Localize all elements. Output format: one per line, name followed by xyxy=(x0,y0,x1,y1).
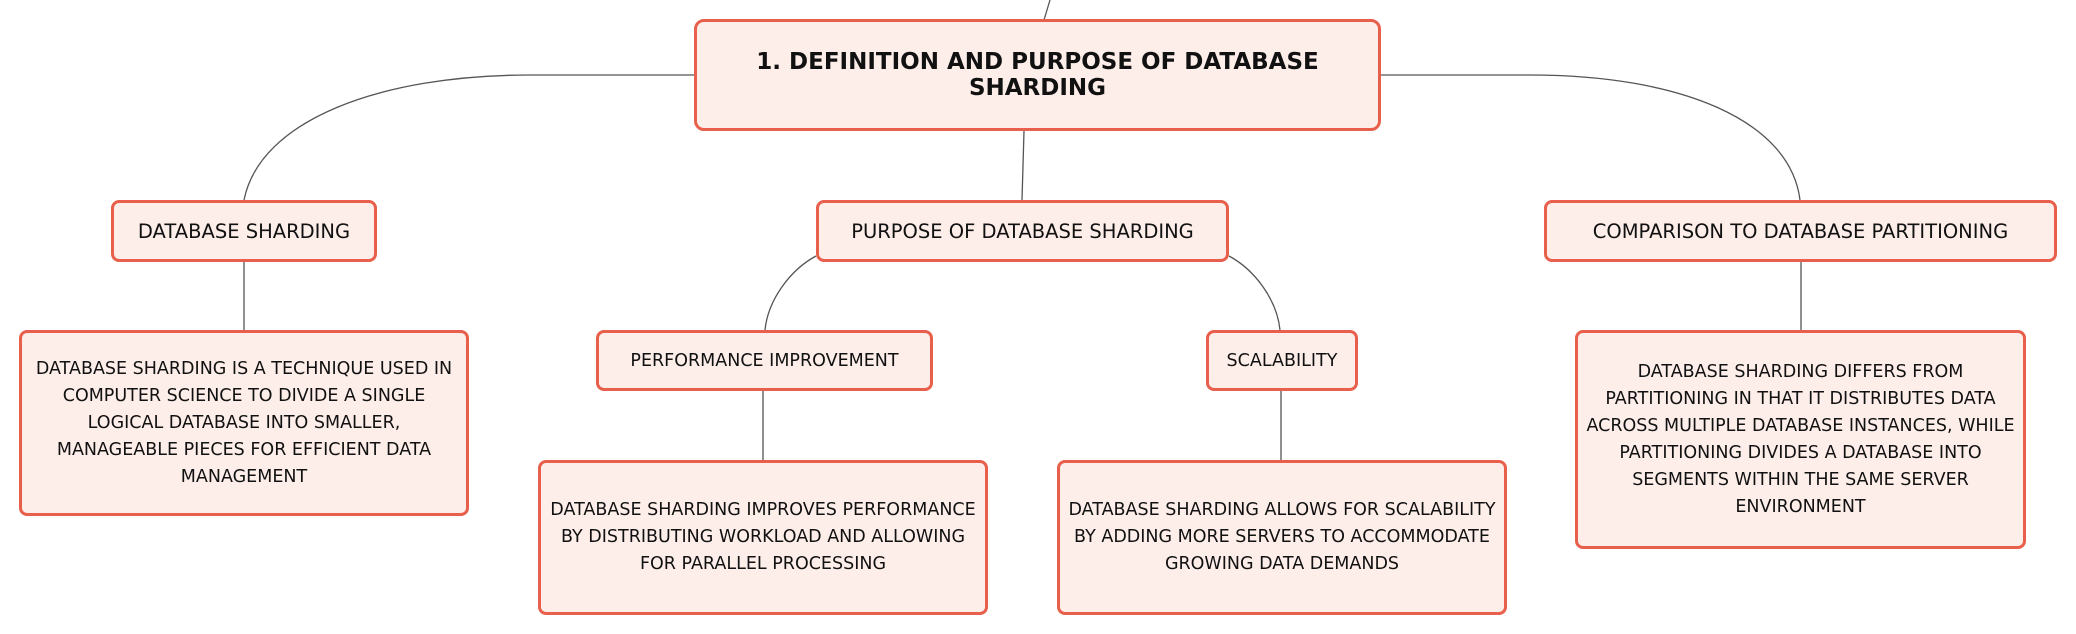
detail-node-scalability[interactable]: DATABASE SHARDING ALLOWS FOR SCALABILITY… xyxy=(1057,460,1507,615)
subtopic-label: PERFORMANCE IMPROVEMENT xyxy=(630,350,899,371)
topic-label: COMPARISON TO DATABASE PARTITIONING xyxy=(1592,219,2009,243)
subtopic-node-performance-improvement[interactable]: PERFORMANCE IMPROVEMENT xyxy=(596,330,933,391)
detail-text: DATABASE SHARDING DIFFERS FROM PARTITION… xyxy=(1586,361,2015,517)
topic-label: DATABASE SHARDING xyxy=(137,219,351,243)
connector-parent-to-root xyxy=(1043,0,1051,21)
connector-root-to-database-sharding xyxy=(243,74,694,201)
root-node[interactable]: 1. DEFINITION AND PURPOSE OF DATABASE SH… xyxy=(694,19,1381,131)
connector-purpose-to-scalability xyxy=(1228,255,1281,331)
subtopic-label: SCALABILITY xyxy=(1226,350,1338,371)
topic-node-comparison[interactable]: COMPARISON TO DATABASE PARTITIONING xyxy=(1544,200,2057,262)
topic-label: PURPOSE OF DATABASE SHARDING xyxy=(851,219,1194,243)
detail-text: DATABASE SHARDING IMPROVES PERFORMANCE B… xyxy=(550,500,976,574)
topic-node-database-sharding[interactable]: DATABASE SHARDING xyxy=(111,200,377,262)
connector-root-to-comparison xyxy=(1381,74,1801,201)
detail-text: DATABASE SHARDING ALLOWS FOR SCALABILITY… xyxy=(1068,500,1496,574)
topic-node-purpose[interactable]: PURPOSE OF DATABASE SHARDING xyxy=(816,200,1229,262)
detail-node-performance-improvement[interactable]: DATABASE SHARDING IMPROVES PERFORMANCE B… xyxy=(538,460,988,615)
detail-node-comparison[interactable]: DATABASE SHARDING DIFFERS FROM PARTITION… xyxy=(1575,330,2026,549)
connector-root-to-purpose xyxy=(1021,130,1025,201)
detail-text: DATABASE SHARDING IS A TECHNIQUE USED IN… xyxy=(35,358,453,487)
connector-purpose-to-performance xyxy=(764,255,817,331)
subtopic-node-scalability[interactable]: SCALABILITY xyxy=(1206,330,1358,391)
root-node-label: 1. DEFINITION AND PURPOSE OF DATABASE SH… xyxy=(756,49,1319,101)
detail-node-database-sharding[interactable]: DATABASE SHARDING IS A TECHNIQUE USED IN… xyxy=(19,330,469,516)
